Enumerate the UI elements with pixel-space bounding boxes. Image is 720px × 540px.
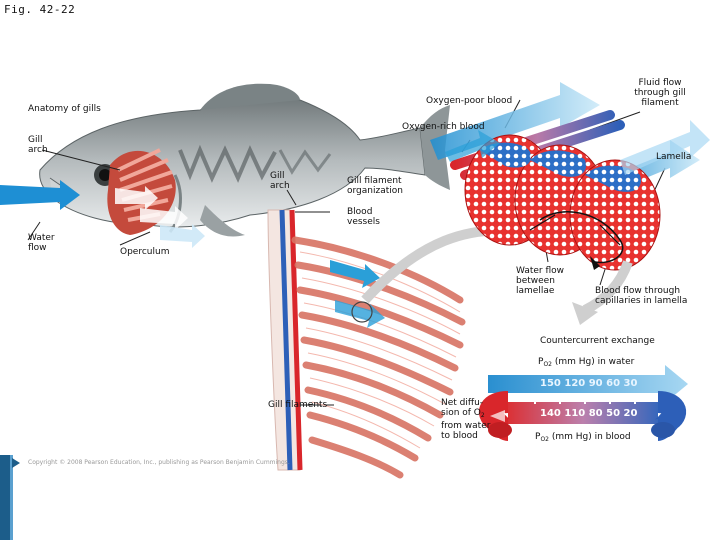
gill-arch-detail	[267, 209, 466, 479]
lamella-detail	[430, 82, 710, 271]
diffusion-arrows	[534, 394, 636, 404]
label-anatomy-of-gills: Anatomy of gills	[28, 104, 101, 114]
label-gill-filaments: Gill filaments	[268, 400, 328, 410]
label-gill-arch-detail: Gill arch	[270, 171, 290, 191]
label-oxygen-rich-blood: Oxygen-rich blood	[402, 122, 485, 132]
countercurrent-diagram	[479, 365, 688, 441]
label-fluid-flow: Fluid flow through gill filament	[634, 78, 686, 108]
water-po2-values: 150 120 90 60 30	[540, 378, 638, 389]
label-water-between-lamellae: Water flow between lamellae	[516, 266, 565, 296]
label-po2-blood: PO2 (mm Hg) in blood	[535, 432, 631, 443]
copyright-notice: Copyright © 2008 Pearson Education, Inc.…	[28, 459, 290, 466]
slide-bullet-bar	[0, 455, 20, 540]
label-water-flow: Water flow	[28, 233, 55, 253]
label-operculum: Operculum	[120, 247, 170, 257]
blood-po2-values: 140 110 80 50 20	[540, 408, 638, 419]
figure-caption: Fig. 42-22	[4, 3, 76, 16]
label-blood-vessels: Blood vessels	[347, 207, 380, 227]
fish-illustration	[39, 83, 450, 237]
magnify-circle	[351, 301, 373, 323]
label-blood-capillaries: Blood flow through capillaries in lamell…	[595, 286, 688, 306]
fish-stripes	[178, 144, 332, 183]
label-countercurrent: Countercurrent exchange	[540, 336, 655, 346]
water-flow-arrows	[0, 180, 205, 248]
label-gill-arch: Gill arch	[28, 135, 48, 155]
down-arrow	[582, 260, 633, 315]
gill-filaments	[291, 236, 466, 479]
label-lamella: Lamella	[656, 152, 692, 162]
label-po2-water: PO2 (mm Hg) in water	[538, 357, 635, 368]
label-gill-filament-organization: Gill filament organization	[347, 176, 403, 196]
label-oxygen-poor-blood: Oxygen-poor blood	[426, 96, 513, 106]
